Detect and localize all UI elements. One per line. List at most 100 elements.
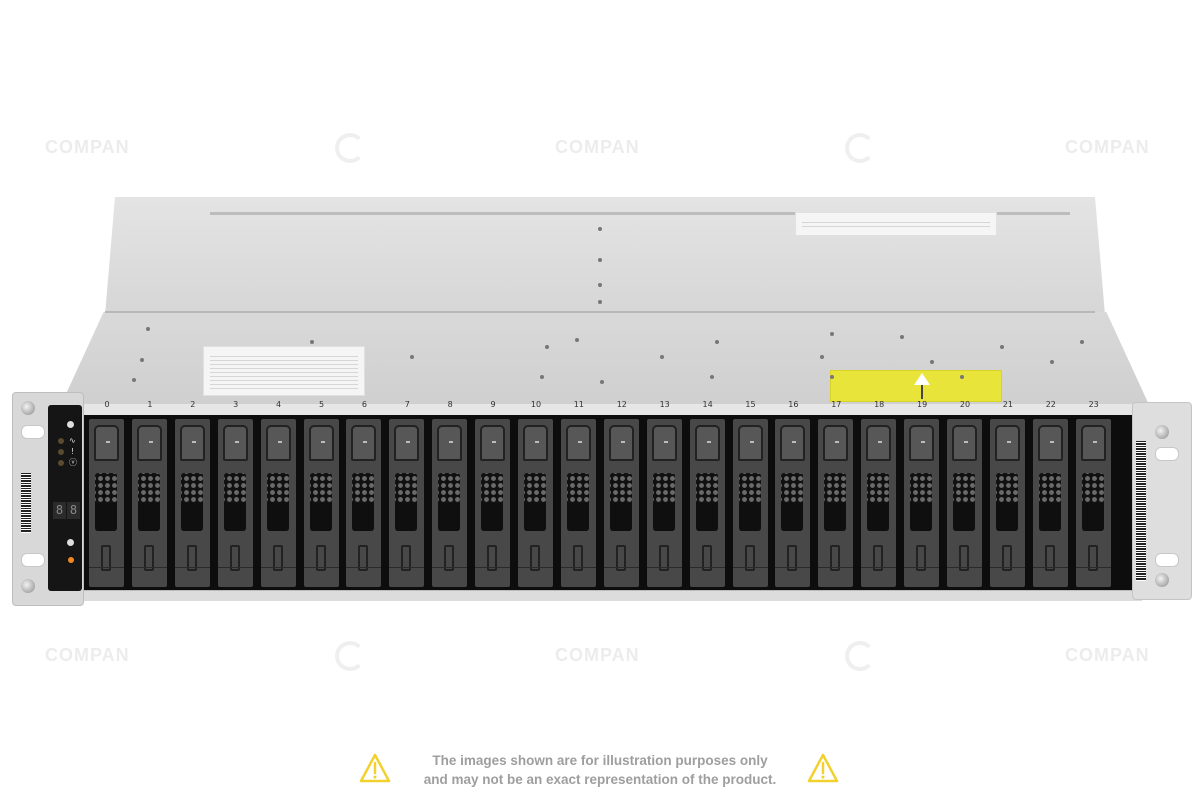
drive-release-latch[interactable]: [394, 425, 420, 461]
drive-pull-handle[interactable]: [358, 545, 369, 571]
drive-bay-13[interactable]: [646, 419, 682, 587]
drive-bay-10[interactable]: [518, 419, 553, 587]
drive-bay-4[interactable]: [260, 419, 296, 587]
drive-release-latch[interactable]: [565, 425, 591, 461]
bay-number: 17: [831, 400, 842, 409]
drive-pull-handle[interactable]: [787, 545, 798, 571]
bay-number: 4: [276, 400, 282, 409]
drive-release-latch[interactable]: [222, 425, 248, 461]
vent-shadow: [824, 503, 847, 531]
bay-number: 22: [1045, 400, 1056, 409]
drive-release-latch[interactable]: [994, 425, 1020, 461]
drive-pull-handle[interactable]: [572, 545, 583, 571]
drive-release-latch[interactable]: [1080, 425, 1106, 461]
drive-pull-handle[interactable]: [1044, 545, 1055, 571]
serial-barcode: [1136, 441, 1146, 581]
drive-pull-handle[interactable]: [701, 545, 712, 571]
drive-pull-handle[interactable]: [401, 545, 412, 571]
drive-release-latch[interactable]: [866, 425, 892, 461]
drive-release-latch[interactable]: [265, 425, 291, 461]
drive-pull-handle[interactable]: [1001, 545, 1012, 571]
vent-shadow: [867, 503, 890, 531]
drive-bay-0[interactable]: [89, 419, 124, 587]
drive-release-latch[interactable]: [136, 425, 162, 461]
drive-pull-handle[interactable]: [744, 545, 755, 571]
drive-release-latch[interactable]: [737, 425, 763, 461]
drive-release-latch[interactable]: [651, 425, 677, 461]
rack-screw: [21, 579, 35, 593]
drive-bay-6[interactable]: [346, 419, 382, 587]
bay-number: 20: [959, 400, 971, 409]
drive-release-latch[interactable]: [523, 425, 548, 461]
drive-bay-2[interactable]: [174, 419, 210, 587]
carrier-seam: [603, 567, 639, 568]
drive-release-latch[interactable]: [909, 425, 935, 461]
drive-pull-handle[interactable]: [830, 545, 841, 571]
carrier-seam: [646, 567, 682, 568]
panel-button[interactable]: [67, 539, 74, 546]
drive-release-latch[interactable]: [94, 425, 119, 461]
bay-number: 23: [1088, 400, 1099, 409]
drive-pull-handle[interactable]: [186, 545, 197, 571]
drive-release-latch[interactable]: [179, 425, 205, 461]
drive-bay-1[interactable]: [131, 419, 167, 587]
vent-shadow: [910, 503, 933, 531]
bay-number: 21: [1002, 400, 1013, 409]
drive-release-latch[interactable]: [694, 425, 720, 461]
drive-pull-handle[interactable]: [916, 545, 927, 571]
drive-release-latch[interactable]: [437, 425, 463, 461]
drive-bay-3[interactable]: [217, 419, 253, 587]
drive-release-latch[interactable]: [480, 425, 506, 461]
drive-pull-handle[interactable]: [530, 545, 540, 571]
bay-number: 2: [190, 400, 196, 409]
activity-led: [449, 441, 454, 443]
id-led: [58, 460, 64, 466]
drive-release-latch[interactable]: [1037, 425, 1063, 461]
drive-release-latch[interactable]: [823, 425, 849, 461]
drive-pull-handle[interactable]: [873, 545, 884, 571]
drive-release-latch[interactable]: [308, 425, 334, 461]
disclaimer-line-1: The images shown are for illustration pu…: [432, 753, 768, 768]
drive-bay-17[interactable]: [818, 419, 854, 587]
drive-bay-19[interactable]: [904, 419, 940, 587]
drive-pull-handle[interactable]: [101, 545, 111, 571]
carrier-seam: [732, 567, 768, 568]
drive-bay-11[interactable]: [560, 419, 596, 587]
cover-screw: [598, 227, 602, 231]
drive-pull-handle[interactable]: [1087, 545, 1098, 571]
drive-release-latch[interactable]: [351, 425, 377, 461]
vent-shadow: [223, 503, 246, 531]
drive-bay-20[interactable]: [947, 419, 982, 587]
drive-bay-16[interactable]: [775, 419, 811, 587]
drive-bay-12[interactable]: [603, 419, 639, 587]
drive-pull-handle[interactable]: [272, 545, 283, 571]
drive-release-latch[interactable]: [780, 425, 806, 461]
drive-bay-7[interactable]: [389, 419, 425, 587]
drive-pull-handle[interactable]: [487, 545, 498, 571]
drive-release-latch[interactable]: [608, 425, 634, 461]
drive-bay-21[interactable]: [989, 419, 1025, 587]
drive-pull-handle[interactable]: [444, 545, 455, 571]
drive-release-latch[interactable]: [952, 425, 977, 461]
cover-screw: [598, 283, 602, 287]
drive-pull-handle[interactable]: [615, 545, 626, 571]
drive-bay-23[interactable]: [1075, 419, 1111, 587]
drive-bay-5[interactable]: [303, 419, 339, 587]
drive-bay-22[interactable]: [1032, 419, 1068, 587]
carrier-seam: [861, 567, 897, 568]
drive-bay-9[interactable]: [475, 419, 511, 587]
activity-led: [706, 441, 711, 443]
drive-pull-handle[interactable]: [658, 545, 669, 571]
drive-pull-handle[interactable]: [959, 545, 969, 571]
warning-triangle-icon: [807, 753, 839, 783]
drive-bay-8[interactable]: [432, 419, 468, 587]
drive-pull-handle[interactable]: [315, 545, 326, 571]
activity-led: [749, 441, 754, 443]
drive-bay-15[interactable]: [732, 419, 768, 587]
drive-pull-handle[interactable]: [229, 545, 240, 571]
drive-bay-18[interactable]: [861, 419, 897, 587]
drive-bay-14[interactable]: [689, 419, 725, 587]
panel-button[interactable]: [67, 421, 74, 428]
drive-pull-handle[interactable]: [143, 545, 154, 571]
regulatory-label: [203, 346, 365, 396]
